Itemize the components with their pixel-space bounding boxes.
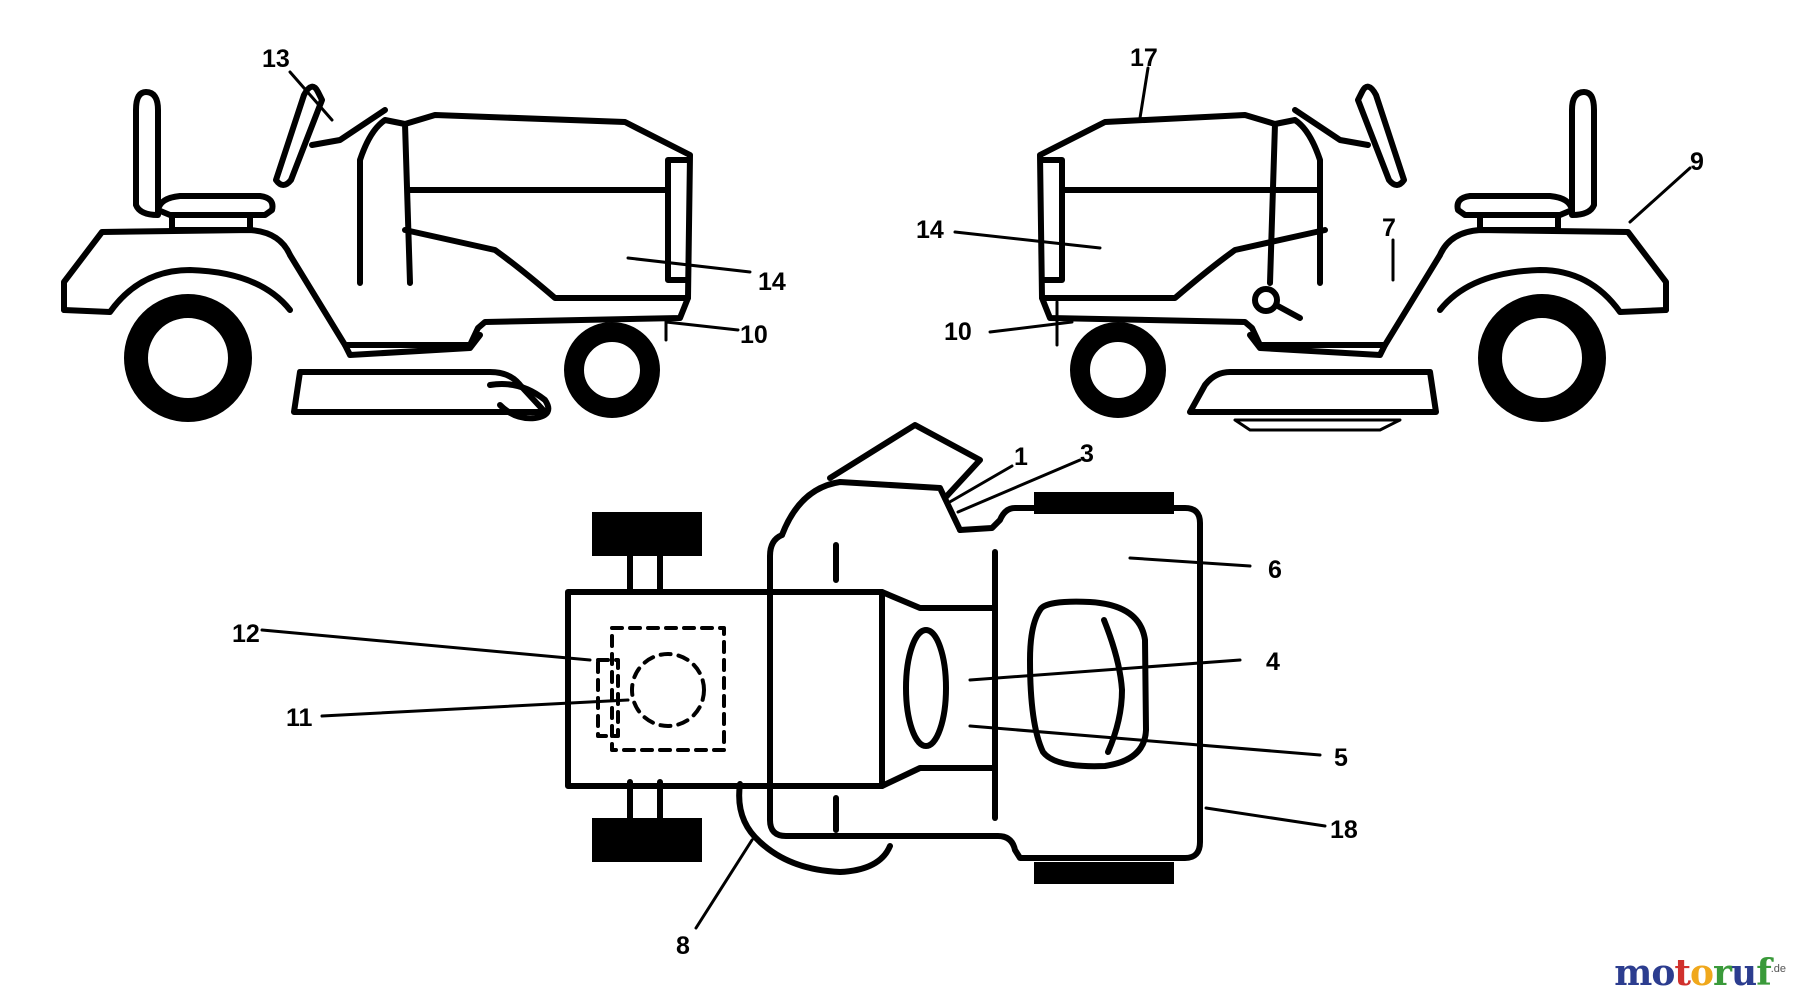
callout-7: 7 [1382,214,1396,242]
footrest [342,332,483,358]
deck-skirt-right [1233,418,1402,432]
pointer-4 [968,658,1242,682]
callout-10-left: 10 [740,321,768,349]
brake-pedal-knob [1252,286,1280,314]
tractor-left-side-view [61,70,752,422]
pointer-17 [1138,66,1150,120]
tractor-right-side-view [953,66,1692,432]
callout-1: 1 [1014,443,1028,471]
rear-fender [61,227,691,348]
pointer-8 [694,838,754,930]
seat-top-view [1027,598,1149,770]
pointer-13 [288,70,334,122]
hood-taper [879,589,998,789]
pointer-11 [320,698,630,718]
brake-pedal-arm [1273,302,1303,321]
deck-right [1187,369,1439,415]
hood-right [1037,112,1328,301]
pointer-5 [968,724,1322,757]
rear-wheel-right [1478,294,1606,422]
pointer-6 [1128,556,1252,568]
deck-left [291,369,548,415]
steering-wheel [273,83,325,188]
watermark-letter-f: f [1756,952,1771,994]
tractor-top-view [260,422,1327,930]
steering-column [309,107,388,148]
pointer-18 [1204,806,1327,828]
watermark-letter-r: r [1713,952,1732,994]
footrest-right [1247,332,1388,358]
mower-deck-edge [736,781,893,875]
watermark-suffix: .de [1770,963,1786,975]
steering-wheel-right [1355,83,1407,188]
callout-14-right: 14 [916,216,944,244]
watermark-letter-o: o [1651,952,1675,994]
motoruf-watermark: motoruf.de [1614,952,1786,994]
hood [402,112,693,301]
seat-back-top-view [1101,617,1125,755]
fender-bottom [61,267,293,315]
callout-18: 18 [1330,816,1358,844]
rear-tire-top [592,512,702,556]
engine-decal-square [610,626,726,752]
callout-12: 12 [232,620,260,648]
dash-tower-right [1267,117,1323,286]
front-deck-outline [767,505,1203,861]
callout-8: 8 [676,932,690,960]
front-wheel-right [1070,322,1166,418]
front-wheel [564,322,660,418]
rear-tire-bottom [592,818,702,862]
watermark-letter-u: u [1731,952,1757,994]
callout-3: 3 [1080,440,1094,468]
seat-cushion-right [1454,193,1575,218]
rear-fender-right [1039,227,1669,348]
callout-5: 5 [1334,744,1348,772]
callout-17: 17 [1130,44,1158,72]
callout-4: 4 [1266,648,1280,676]
front-tire-top [1034,492,1174,514]
deck-discharge [487,381,552,422]
pointer-10-left [664,316,740,342]
engine-decal-inner [596,658,620,738]
callout-14-left: 14 [758,268,786,296]
callout-10-right: 10 [944,318,972,346]
pointer-10-right [988,300,1074,347]
pointer-12 [260,628,592,662]
callout-numbers: 13 14 10 17 9 7 14 10 1 3 6 4 5 18 12 11… [232,44,1704,960]
engine-decal-circle [630,652,706,728]
rear-wheel [124,294,252,422]
watermark-letter-t: t [1674,952,1691,994]
callout-11: 11 [286,704,313,732]
callout-6: 6 [1268,556,1282,584]
rear-axle-top [627,553,663,595]
watermark-letter-o2: o [1690,952,1714,994]
pointer-14-right [953,230,1102,250]
pointer-1 [946,464,1014,505]
steering-column-right [1292,107,1371,148]
callout-13: 13 [262,45,290,73]
pointer-3 [956,458,1082,514]
watermark-letter-m: m [1614,952,1652,994]
chute-arc [779,479,963,538]
dash-tower [357,117,413,286]
grille [665,157,691,283]
chute-top [827,422,983,501]
seat-back [133,89,161,218]
callout-9: 9 [1690,148,1704,176]
pointer-14-left [626,256,752,274]
steering-hub [903,627,949,749]
pointer-9 [1628,166,1692,224]
seat-cushion [155,193,276,218]
grille-right [1039,157,1065,283]
front-tire-bottom [1034,862,1174,884]
seat-back-right [1569,89,1597,218]
fender-bottom-right [1437,267,1669,315]
rear-body [565,589,885,789]
